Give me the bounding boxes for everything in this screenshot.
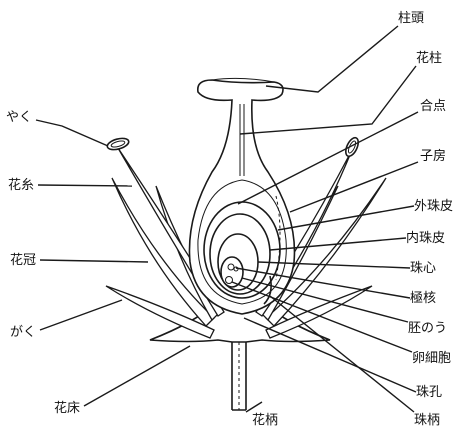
leader-ovary [290,162,418,212]
leader-anther [36,120,108,146]
anther-left [106,136,130,151]
leader-funiculus [270,296,414,412]
leader-petal [40,260,148,262]
label-filament: 花糸 [8,177,34,193]
label-nucellus: 珠心 [410,261,436,276]
label-embryo-sac: 胚のう [408,321,447,336]
label-receptacle: 花床 [54,400,80,416]
leader-chalaza [238,112,418,204]
leader-outer-integument [278,206,414,230]
leader-stigma [266,26,398,92]
leader-pedicel [246,402,262,412]
leader-micropyle [244,318,416,392]
label-chalaza: 合点 [420,99,446,114]
label-sepal: がく [10,325,36,340]
label-stigma: 柱頭 [398,11,424,26]
label-petal: 花冠 [10,252,36,268]
label-funiculus: 珠柄 [414,413,440,428]
label-outer-integument: 外珠皮 [414,199,453,214]
label-anther: やく [6,110,32,125]
anther-right [343,136,361,158]
label-micropyle: 珠孔 [416,385,442,400]
leader-receptacle [84,346,190,406]
leader-filament [38,185,132,186]
label-egg-cell: 卵細胞 [412,351,451,366]
label-inner-integument: 内珠皮 [406,230,445,246]
leader-sepal [40,300,122,330]
label-ovary: 子房 [420,148,446,164]
label-pedicel: 花柄 [252,412,278,428]
pedicel-stem [232,342,246,410]
label-polar-nuclei: 極核 [410,290,436,306]
label-style: 花柱 [416,50,442,66]
